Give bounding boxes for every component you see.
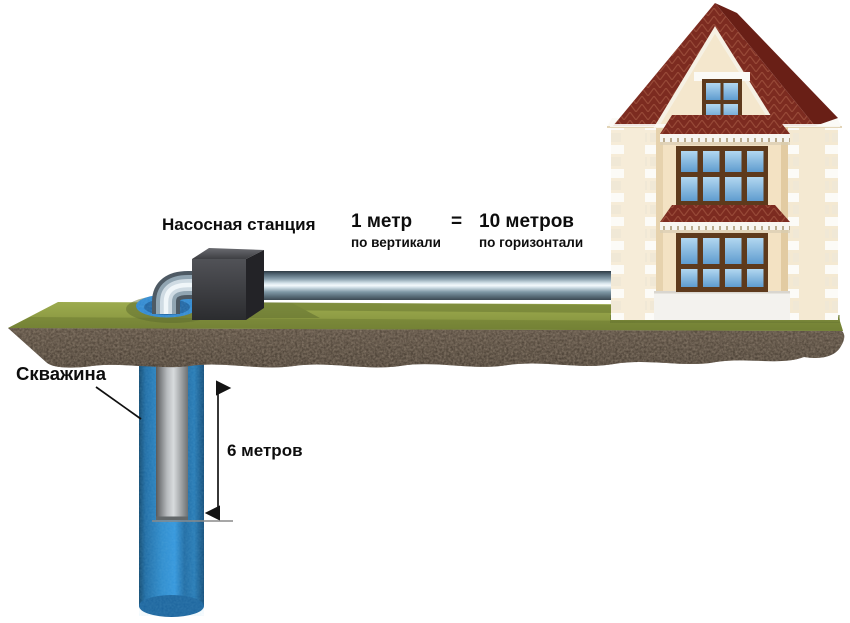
equals-sign: = bbox=[451, 211, 463, 232]
pump-station-label: Насосная станция bbox=[162, 215, 316, 234]
pump-station-box bbox=[192, 248, 264, 320]
upper-awning bbox=[660, 115, 790, 145]
scale-horizontal-caption: по горизонтали bbox=[479, 235, 584, 250]
scale-vertical-caption: по вертикали bbox=[351, 235, 441, 250]
well-leader-line bbox=[95, 386, 142, 420]
well-label: Скважина bbox=[16, 363, 106, 384]
lower-awning bbox=[660, 205, 790, 233]
depth-label: 6 метров bbox=[227, 441, 303, 460]
left-wing bbox=[607, 118, 662, 320]
well-inner-pipe bbox=[156, 350, 188, 520]
grass-front-edge bbox=[8, 317, 843, 331]
supply-pipe bbox=[238, 271, 618, 300]
house bbox=[607, 3, 842, 320]
upper-floor-window bbox=[676, 146, 768, 206]
scale-horizontal-value: 10 метров bbox=[479, 211, 574, 232]
foundation bbox=[654, 291, 790, 320]
pipe-elbow bbox=[152, 271, 240, 314]
right-wing bbox=[782, 118, 842, 320]
scale-vertical-value: 1 метр bbox=[351, 211, 413, 232]
lower-floor-window bbox=[676, 233, 768, 292]
depth-dimension-arrow bbox=[152, 380, 233, 522]
